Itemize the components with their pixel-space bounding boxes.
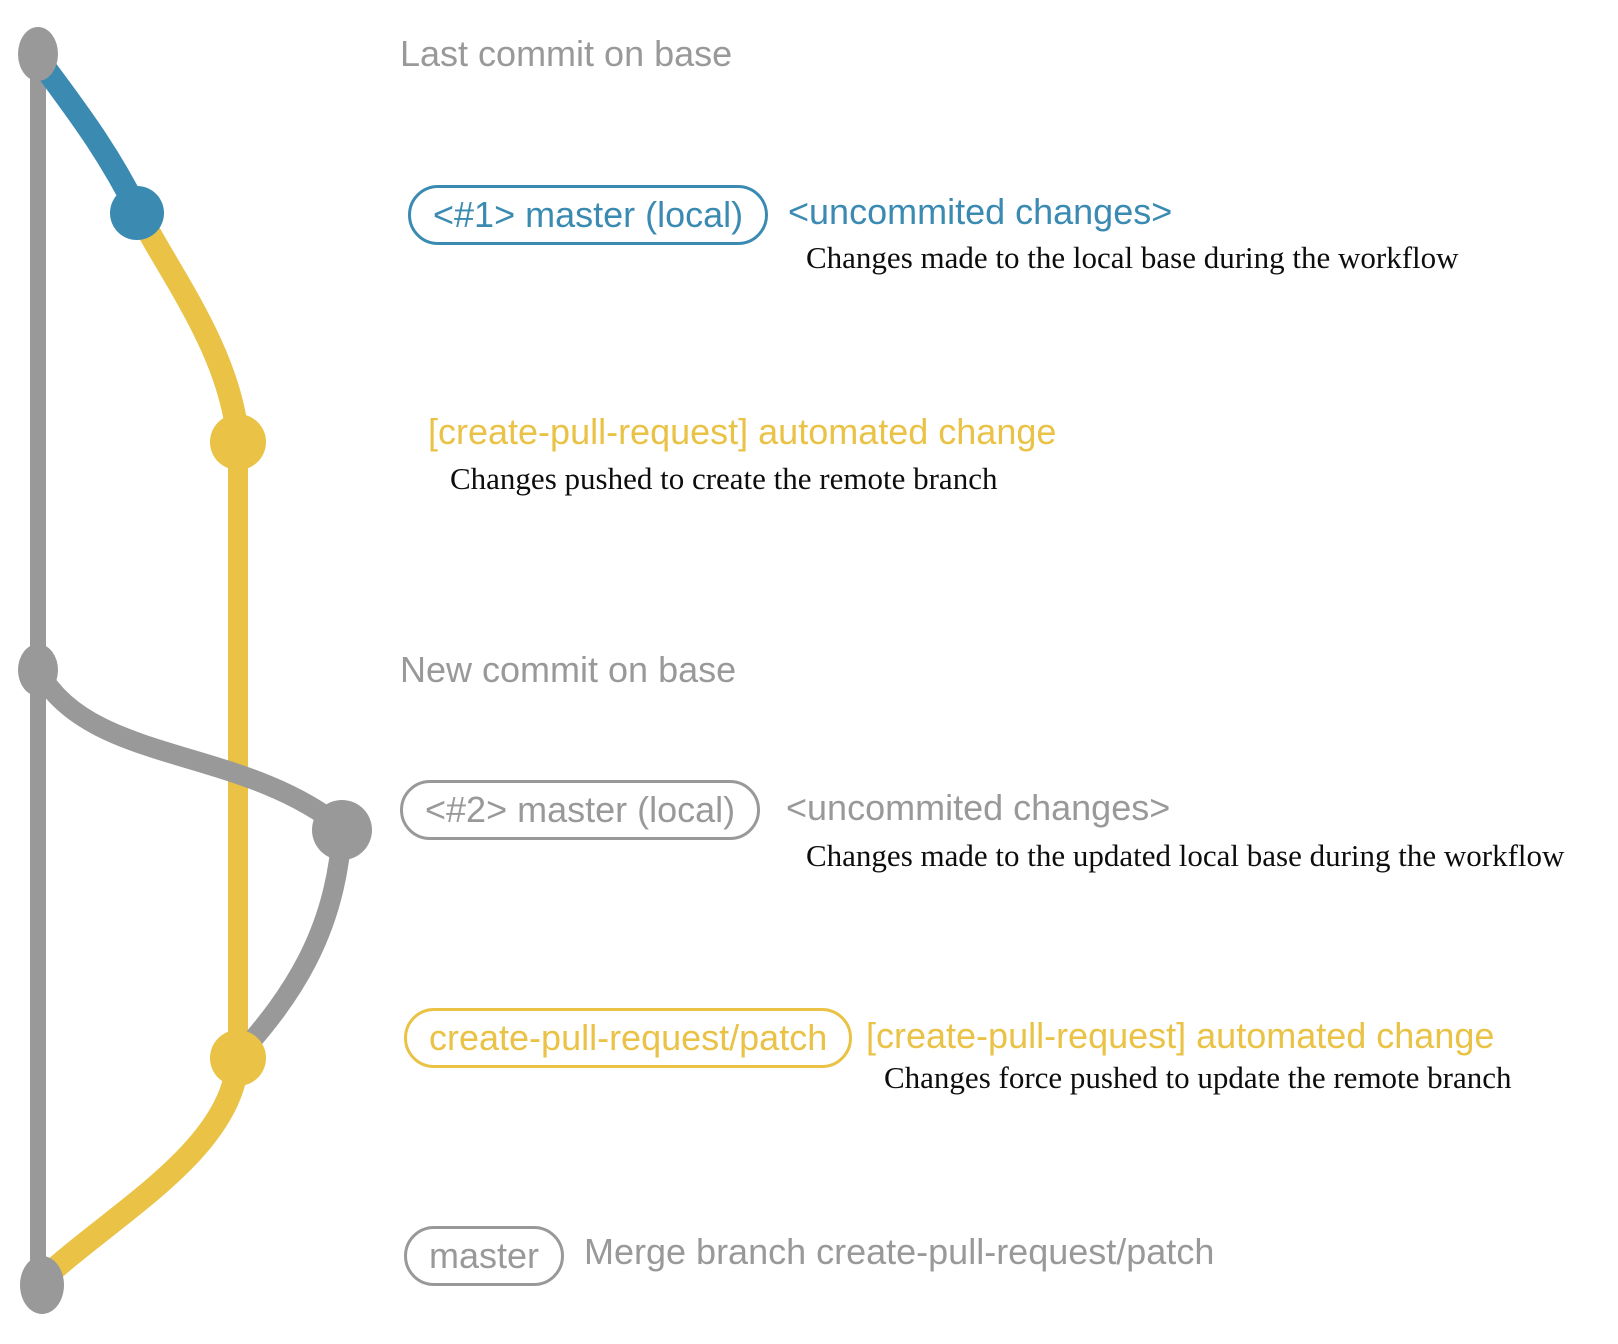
note-uncommited-changes-1: <uncommited changes> [788, 191, 1173, 232]
note-automated-change-2: [create-pull-request] automated change [866, 1015, 1495, 1056]
badge-create-pull-request-patch: create-pull-request/patch [404, 1008, 853, 1068]
commit-dot-automated-change-2 [210, 1030, 266, 1086]
git-graph [18, 27, 372, 1314]
badge-master-local-2: <#2> master (local) [400, 780, 761, 840]
patch-branch-create-curve [125, 198, 250, 452]
commit-dot-new-base [18, 644, 58, 696]
local-master-branch-curve [26, 46, 149, 222]
base-update-curve [28, 660, 352, 838]
commit-dot-local-master-1 [110, 186, 164, 240]
commit-dot-local-master-2 [312, 800, 372, 860]
label-last-commit-on-base: Last commit on base [400, 33, 733, 74]
commit-dot-automated-change-1 [210, 414, 266, 470]
badge-master-local-1: <#1> master (local) [408, 185, 769, 245]
label-new-commit-on-base: New commit on base [400, 649, 737, 690]
note-merge-branch: Merge branch create-pull-request/patch [584, 1231, 1215, 1272]
commit-dot-merge [20, 1256, 64, 1314]
note-automated-change-1: [create-pull-request] automated change [428, 411, 1057, 452]
commit-dot-last-base [18, 27, 58, 81]
caption-local-base-changes: Changes made to the local base during th… [806, 240, 1459, 275]
badge-master: master [404, 1226, 565, 1286]
base-into-patch-curve [232, 820, 352, 1062]
caption-updated-local-base-changes: Changes made to the updated local base d… [806, 838, 1565, 873]
caption-force-pushed-update-remote: Changes force pushed to update the remot… [884, 1060, 1512, 1095]
caption-pushed-create-remote: Changes pushed to create the remote bran… [450, 461, 998, 496]
patch-merge-curve [30, 1046, 250, 1292]
note-uncommited-changes-2: <uncommited changes> [786, 787, 1171, 828]
